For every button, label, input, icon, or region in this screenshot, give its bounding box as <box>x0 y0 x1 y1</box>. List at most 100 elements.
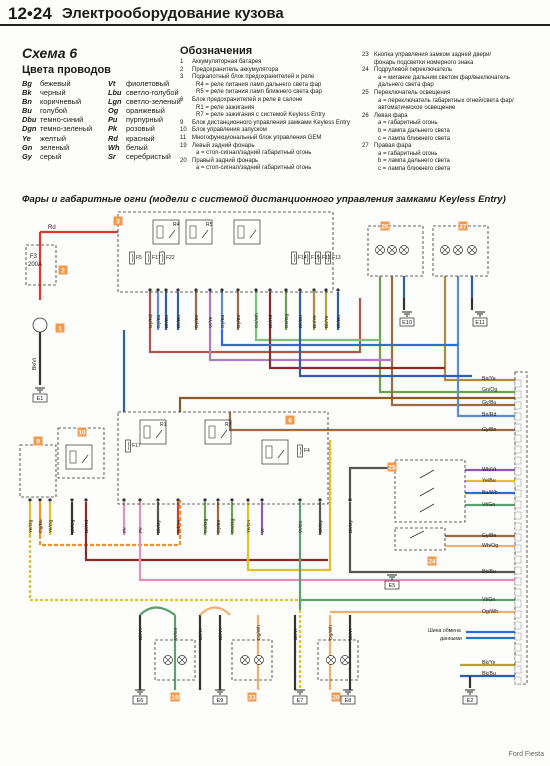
fuse-symbol <box>291 251 297 265</box>
legend-row: a = габаритный огонь <box>362 120 547 128</box>
legend-text: R5 = реле питания ламп ближнего света фа… <box>196 89 322 96</box>
wire-color-label: Ye/Og <box>28 520 34 533</box>
wire-loop <box>199 606 231 616</box>
legend-text: b = лампа дальнего света <box>378 158 450 165</box>
fuse-relay-block-6 <box>117 411 329 505</box>
legend-row: R5 = реле питания ламп ближнего света фа… <box>180 89 355 97</box>
legend-text: a = стоп-сигнал/задний габаритный огонь <box>196 150 312 157</box>
ground-tag <box>340 695 356 705</box>
fuse-symbol <box>315 251 321 265</box>
right-wire-label: Bk/Bu <box>482 671 496 677</box>
gem-connector-pin <box>514 632 522 641</box>
gem-connector-pin <box>514 533 522 542</box>
fuse-element <box>161 253 164 263</box>
color-code: Lgn <box>108 97 122 107</box>
color-name: красный <box>126 133 155 143</box>
legend-number <box>180 89 192 97</box>
component-number: 24 <box>428 559 436 566</box>
color-name: светло-зеленый <box>126 97 181 107</box>
wire-route <box>148 298 362 354</box>
wire-route <box>348 535 515 574</box>
component-number-marker <box>380 221 390 231</box>
right-wire-label: Ye/Bu <box>482 478 496 484</box>
connector-pin <box>260 498 264 502</box>
legend-text: дальнего света фар <box>378 82 434 89</box>
color-name: оранжевый <box>126 106 165 116</box>
legend-text: Блок управления запуском <box>192 127 267 134</box>
component-number: 23 <box>248 695 256 702</box>
wire-route <box>348 466 395 500</box>
ground-tag <box>132 695 148 705</box>
legend-number: 9 <box>180 119 184 126</box>
lamp-filament <box>441 246 449 254</box>
legend-text: R7 = реле зажигания с системой Keyless E… <box>196 112 326 119</box>
ground-label: E8 <box>345 698 352 704</box>
relay-coil <box>189 225 197 239</box>
component-number: 9 <box>36 439 40 446</box>
fuse-symbol <box>304 251 310 265</box>
gem-connector-pin <box>514 577 522 586</box>
fuse-symbol <box>325 251 331 265</box>
color-code: Lbu <box>108 88 122 98</box>
right-wire-label: Bu/Wh <box>482 490 498 496</box>
color-code: Pk <box>108 124 118 134</box>
relay-contact <box>155 429 163 439</box>
fuse-rating: 200A <box>28 262 42 268</box>
connector-pin <box>28 498 32 502</box>
lamp-filament <box>255 656 263 664</box>
ground-tag <box>292 695 308 705</box>
wire-route <box>228 412 515 432</box>
legend-row: дальнего света фар <box>362 82 547 90</box>
legend-number <box>362 120 374 128</box>
legend-number: 25 <box>362 89 369 96</box>
fuse-label: F22 <box>166 255 175 261</box>
ground-tag <box>384 580 400 590</box>
legend-text: a = переключатель габаритных огней/света… <box>378 97 514 104</box>
wire-color-label: Gn/Og <box>203 519 209 533</box>
color-name: желтый <box>40 133 66 143</box>
wire-color-label: Bk/Bu <box>298 315 304 328</box>
legend-text: Подрулевой переключатель <box>374 67 453 74</box>
ground-symbol <box>295 689 305 695</box>
right-wire-label: Vt/Gn <box>482 597 495 603</box>
color-code: Og <box>108 106 119 116</box>
rear-right-lamp-20 <box>317 639 359 681</box>
relay-coil <box>237 225 245 239</box>
fuse-element <box>131 253 134 263</box>
ground-label: E10 <box>402 320 412 326</box>
wire-color-label: Bk/Vt <box>138 628 144 640</box>
ground-symbol <box>35 387 45 393</box>
right-wire-label: Wh/Og <box>482 543 498 549</box>
legend-row: R4 = реле питания ламп дальнего света фа… <box>180 82 355 90</box>
relay-symbol <box>261 439 289 465</box>
lighting-switch-25 <box>394 459 466 523</box>
gem-connector-pin <box>514 522 522 531</box>
relay-contact <box>168 229 176 239</box>
legend-text: R4 = реле питания ламп дальнего света фа… <box>196 81 322 88</box>
right-wire-label: Gy/Bu <box>482 400 497 406</box>
wire-color-label: Vt <box>260 528 266 533</box>
legend-row: автоматическое освещение <box>362 105 547 113</box>
ground-label: E9 <box>217 698 224 704</box>
connector-pin <box>236 288 240 292</box>
legend-text: Многофункциональный блок управления GEM <box>192 134 322 141</box>
relay-coil <box>69 450 77 464</box>
wire-route <box>138 535 515 582</box>
wire-color-label: Bk/Rd <box>84 520 90 533</box>
diagram-title: Фары и габаритные огни (модели с системо… <box>22 194 506 205</box>
legend-number <box>362 128 374 136</box>
wire-color-label: Bk/Og <box>70 519 76 533</box>
gem-connector-pin <box>514 599 522 608</box>
gem-connector-pin <box>514 566 522 575</box>
keyless-entry-module-9 <box>19 444 57 498</box>
right-wire-label: Bn/Ye <box>482 376 496 382</box>
connector-pin <box>176 498 180 502</box>
connector-pin <box>176 288 180 292</box>
